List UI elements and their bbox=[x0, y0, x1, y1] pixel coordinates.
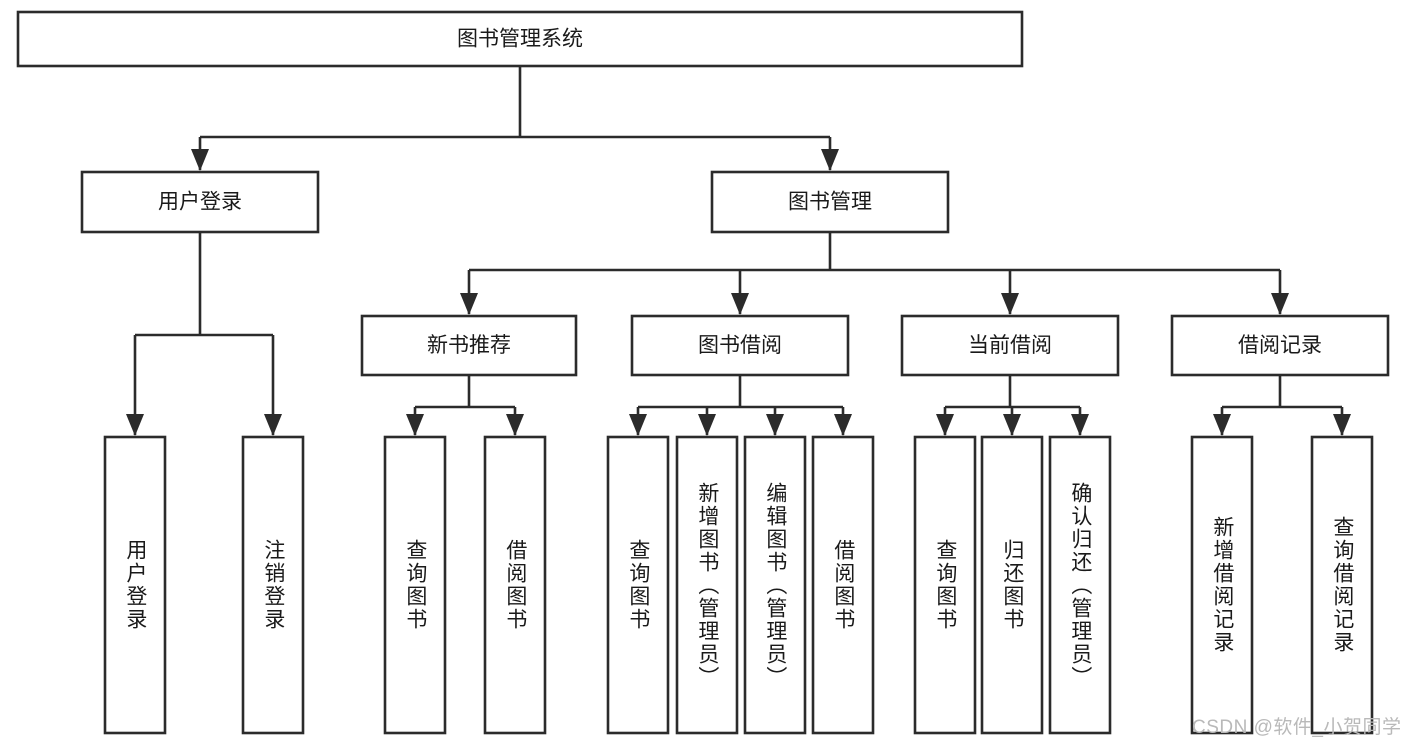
arrow-to-leaf-user-login bbox=[126, 414, 144, 436]
node-box-new-book-recommend[interactable] bbox=[360, 314, 578, 377]
node-box-book-borrow[interactable] bbox=[630, 314, 850, 377]
node-label-current-borrow: 当前借阅 bbox=[968, 334, 1052, 357]
node-box-book-manage[interactable] bbox=[710, 170, 950, 234]
node-box-current-borrow[interactable] bbox=[900, 314, 1120, 377]
node-label-borrow-record: 借阅记录 bbox=[1238, 334, 1322, 357]
node-label-book-borrow: 图书借阅 bbox=[698, 334, 782, 357]
node-box-leaf-logout[interactable] bbox=[241, 435, 305, 735]
arrow-to-new-book-recommend bbox=[460, 293, 478, 315]
node-box-user-login[interactable] bbox=[80, 170, 320, 234]
node-box-leaf-query-book-3[interactable] bbox=[913, 435, 977, 735]
node-box-leaf-add-record[interactable] bbox=[1190, 435, 1254, 735]
node-label-user-login: 用户登录 bbox=[158, 191, 242, 214]
arrow-to-leaf-confirm-return bbox=[1071, 414, 1089, 436]
csdn-watermark: CSDN @软件_小贺同学 bbox=[1192, 717, 1402, 738]
arrow-to-leaf-query-book-3 bbox=[936, 414, 954, 436]
node-box-leaf-borrow-book-2[interactable] bbox=[811, 435, 875, 735]
node-box-leaf-add-book[interactable] bbox=[675, 435, 739, 735]
arrow-to-leaf-edit-book bbox=[766, 414, 784, 436]
arrow-to-leaf-query-book-1 bbox=[406, 414, 424, 436]
arrow-to-leaf-logout bbox=[264, 414, 282, 436]
node-box-leaf-edit-book[interactable] bbox=[743, 435, 807, 735]
node-box-leaf-return-book[interactable] bbox=[980, 435, 1044, 735]
arrow-to-leaf-add-record bbox=[1213, 414, 1231, 436]
arrow-to-book-manage bbox=[821, 149, 839, 171]
arrow-to-leaf-borrow-book-1 bbox=[506, 414, 524, 436]
arrow-to-leaf-return-book bbox=[1003, 414, 1021, 436]
node-box-leaf-borrow-book-1[interactable] bbox=[483, 435, 547, 735]
arrow-to-borrow-record bbox=[1271, 293, 1289, 315]
arrow-to-leaf-add-book bbox=[698, 414, 716, 436]
node-box-leaf-query-record[interactable] bbox=[1310, 435, 1374, 735]
node-label-new-book-recommend: 新书推荐 bbox=[427, 334, 511, 357]
arrow-to-user-login bbox=[191, 149, 209, 171]
arrow-to-leaf-query-record bbox=[1333, 414, 1351, 436]
node-label-root: 图书管理系统 bbox=[457, 28, 583, 51]
arrow-to-leaf-query-book-2 bbox=[629, 414, 647, 436]
node-box-borrow-record[interactable] bbox=[1170, 314, 1390, 377]
arrow-to-book-borrow bbox=[731, 293, 749, 315]
connector-layer bbox=[126, 66, 1351, 436]
arrow-to-leaf-borrow-book-2 bbox=[834, 414, 852, 436]
node-label-book-manage: 图书管理 bbox=[788, 191, 872, 214]
node-box-leaf-query-book-1[interactable] bbox=[383, 435, 447, 735]
node-box-leaf-query-book-2[interactable] bbox=[606, 435, 670, 735]
arrow-to-current-borrow bbox=[1001, 293, 1019, 315]
node-box-leaf-confirm-return[interactable] bbox=[1048, 435, 1112, 735]
node-box-leaf-user-login[interactable] bbox=[103, 435, 167, 735]
node-box-root[interactable] bbox=[16, 10, 1024, 68]
